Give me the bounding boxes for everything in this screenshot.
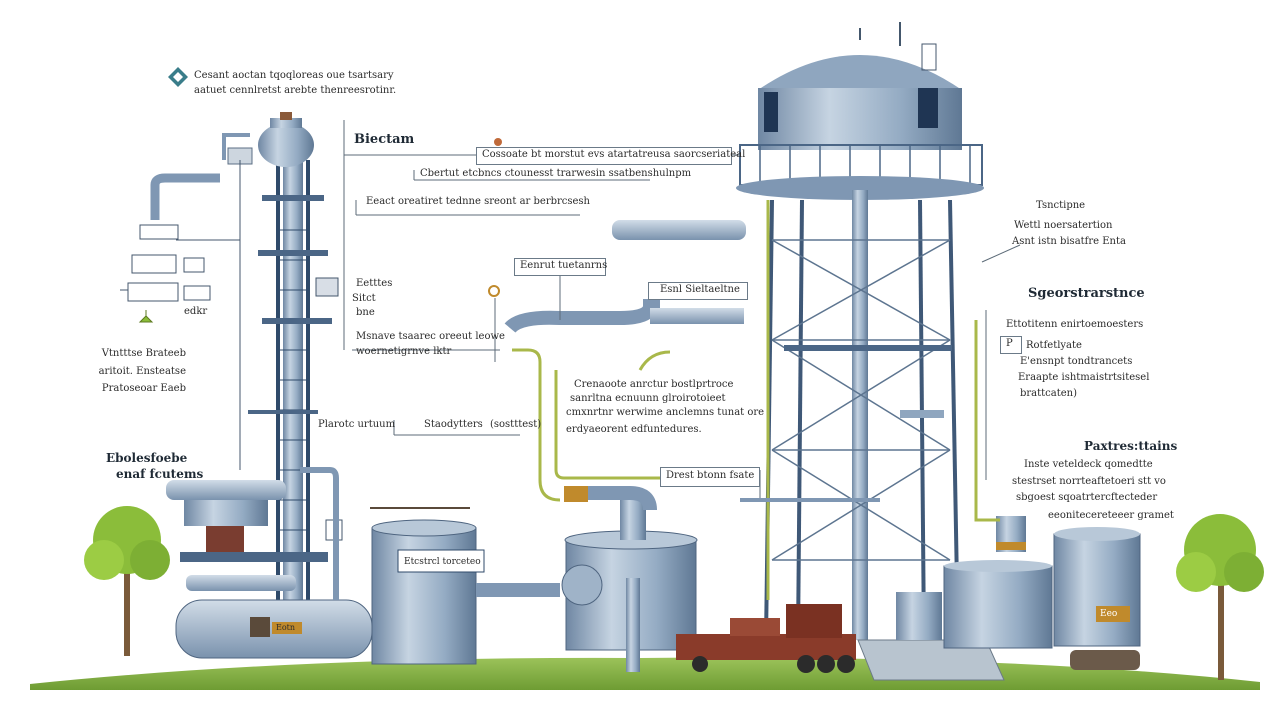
callout-top-3: Eeact oreatiret tednne sreont ar berbrcs…	[366, 196, 590, 207]
bottom-left-2: Staodytters	[424, 419, 483, 430]
header-line-1: Cesant aoctan tqoqloreas oue tsartsary	[194, 70, 394, 81]
bottom-center-frame	[660, 467, 760, 487]
right-mid-1: Ettotitenn enirtoemoesters	[1006, 319, 1144, 330]
center-callout-3: cmxnrtnr werwime anclemns tunat ore	[566, 407, 765, 418]
center-callout-1: Crenaoote anrctur bostlprtroce	[574, 379, 734, 390]
callout-top-2: Cbertut etcbncs ctounesst trarwesin ssat…	[420, 168, 692, 179]
bottom-center: Drest btonn fsate	[666, 470, 755, 481]
mid-box-1-frame	[514, 258, 606, 276]
right-low-2: stestrset norrteaftetoeri stt vo	[1012, 476, 1166, 487]
header-line-2: aatuet cennlretst arebte thenreesrotinr.	[194, 85, 397, 96]
column-assembly	[150, 112, 339, 600]
valve-icon	[138, 310, 154, 323]
right-mid-5: brattcaten)	[1020, 388, 1078, 399]
central-tank	[371, 519, 560, 665]
mid-text-2: woernetigrnve lktr	[356, 346, 452, 357]
tree-icon	[84, 506, 170, 656]
right-mid-p-box	[1000, 336, 1022, 354]
locomotive-icon	[676, 604, 856, 673]
left-mid-3: bne	[356, 307, 375, 318]
stack-title: Biectam	[354, 132, 415, 147]
bottom-left-1: Plarotc urtuum	[318, 419, 396, 430]
right-low-title: Paxtres:ttains	[1084, 439, 1178, 453]
right-low-3: sbgoest sqoatrtercftecteder	[1016, 492, 1158, 503]
right-top-3: Asnt istn bisatfre Enta	[1012, 236, 1126, 247]
left-mid-1: Eetttes	[356, 278, 393, 289]
right-top-2: Wettl noersatertion	[1014, 220, 1113, 231]
mid-pipes	[504, 220, 746, 334]
left-block-1: Vtntttse Brateeb	[101, 348, 186, 359]
right-mid-title: Sgeorstrarstnce	[1028, 286, 1145, 301]
left-instrument-panel	[127, 224, 211, 302]
right-mid-4: Eraapte ishtmaistrtsitesel	[1018, 372, 1150, 383]
right-low-1: Inste veteldeck qomedtte	[1024, 459, 1153, 470]
wire-green	[512, 200, 1000, 600]
right-mid-p: P	[1006, 338, 1013, 349]
bottom-left-3: (sostttest)	[490, 419, 542, 430]
mid-box-2: Esnl Sieltaeltne	[660, 284, 740, 295]
center-callout-4: erdyaeorent edfuntedures.	[566, 424, 702, 435]
left-mid-2: Sitct	[352, 293, 376, 304]
reactor-vessel	[561, 486, 698, 672]
mid-box-2-frame	[648, 282, 748, 300]
boiler-stack	[166, 467, 373, 659]
right-mid-2: Rotfetlyate	[1026, 340, 1082, 351]
water-tower	[736, 22, 1005, 681]
bottom-left-head-1: Ebolesfoebe	[106, 451, 188, 465]
callout-top-1-box	[476, 147, 732, 165]
bottom-left-head-2: enaf fcutems	[116, 467, 204, 481]
right-top-1: Tsnctipne	[1036, 200, 1086, 211]
tree-icon-right	[1176, 514, 1264, 680]
tank-badge: Eeo	[1100, 609, 1118, 619]
mid-text-1: Msnave tsaarec oreeut leowe	[356, 331, 505, 342]
right-low-4: eeonitecereteeer gramet	[1048, 510, 1174, 521]
right-tanks	[896, 516, 1141, 670]
mid-box-1: Eenrut tuetanrns	[520, 260, 608, 271]
center-callout-2: sanrltna ecnuunn glroirotoieet	[570, 393, 726, 404]
drum-plate: Eotn	[276, 623, 296, 632]
left-block-2: aritoit. Ensteatse	[98, 366, 186, 377]
tank-plate: Etcstrcl torceteo	[404, 557, 481, 567]
left-block-3: Pratoseoar Eaeb	[101, 383, 186, 394]
right-mid-3: E'ensnpt tondtrancets	[1020, 356, 1133, 367]
callout-top-1: Cossoate bt morstut evs atartatreusa sao…	[482, 149, 746, 160]
left-small: edkr	[184, 306, 208, 317]
